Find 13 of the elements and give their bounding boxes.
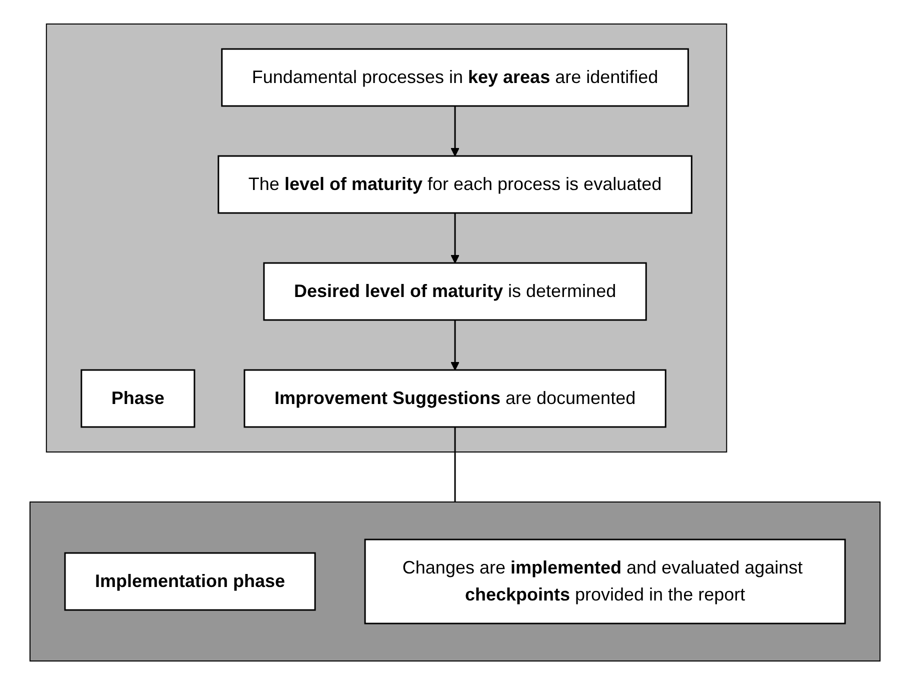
arrow (451, 320, 460, 370)
connector (454, 426, 456, 502)
node-box: Changes are implemented and evaluated against checkpoints provided in the report (364, 538, 846, 624)
cluster (30, 501, 882, 661)
node-box: Implementation phase (64, 552, 316, 610)
node-box: The level of maturity for each process is evaluated (218, 154, 693, 214)
node-box: Fundamental processes in key areas are identified (222, 48, 690, 106)
cluster (46, 23, 728, 452)
arrow (451, 106, 460, 156)
node-box: Improvement Suggestions are documented (244, 368, 667, 428)
node-box: Phase (81, 368, 196, 428)
arrow (451, 212, 460, 263)
node-box: Desired level of maturity is determined (264, 262, 648, 320)
